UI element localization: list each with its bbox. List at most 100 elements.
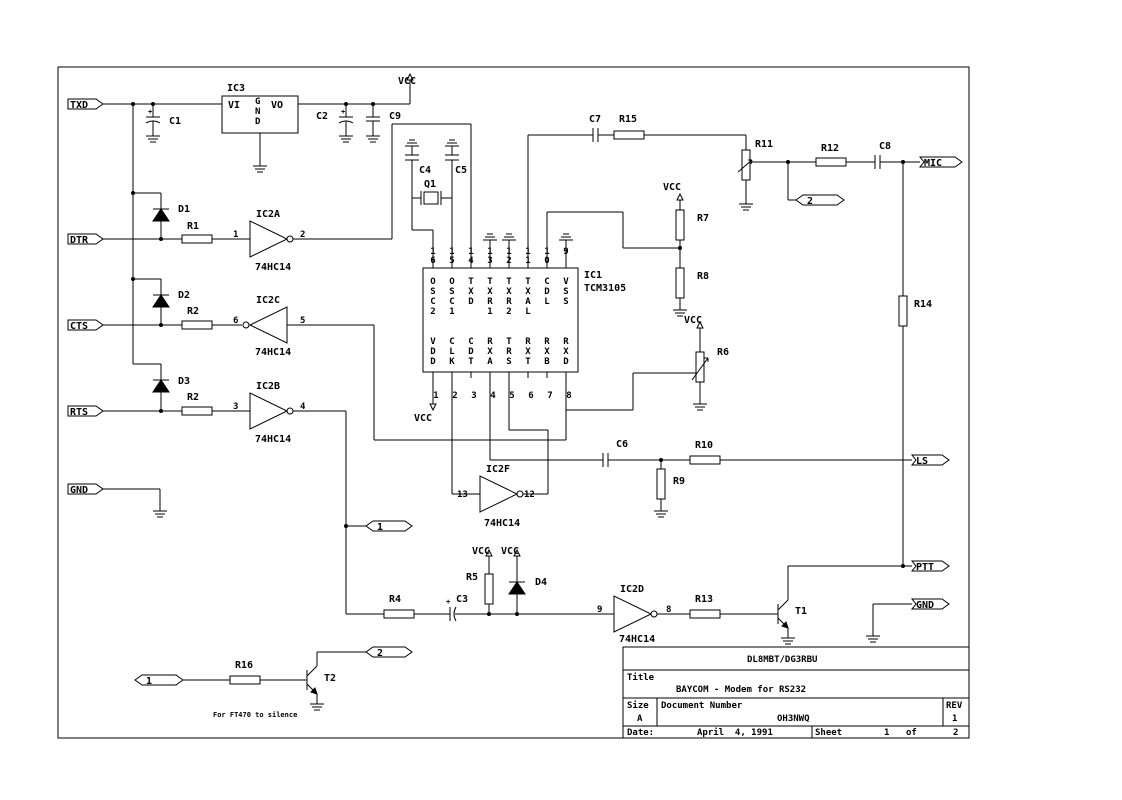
c1-label: C1: [169, 116, 181, 127]
svg-text:+: +: [341, 108, 345, 116]
modem-chip-ic1: IC1 TCM3105: [422, 267, 626, 373]
offpage-connector-1b: 1: [134, 674, 230, 687]
ground-symbol: [483, 233, 573, 241]
inverter-ic2a: IC2A 74HC14 1 2: [233, 209, 305, 273]
ic3-vi-label: VI: [228, 100, 240, 111]
ic1-bottom-pin-number: 5: [509, 391, 514, 401]
ground-symbol: [865, 629, 881, 643]
vcc-label: VCC: [501, 546, 519, 557]
svg-text:+: +: [446, 598, 450, 606]
c3-label: C3: [456, 594, 468, 605]
sheet-label: Sheet: [815, 728, 842, 738]
r13-label: R13: [695, 594, 713, 605]
svg-text:1: 1: [146, 676, 152, 687]
ground-symbol: [145, 129, 161, 143]
port-rts: RTS: [67, 405, 104, 418]
resistor-r15: R15: [613, 114, 747, 150]
diode-d2: D2: [152, 279, 190, 309]
port-rts-label: RTS: [70, 407, 88, 418]
regulator-output-wires: [298, 90, 411, 106]
title-text: BAYCOM - Modem for RS232: [676, 685, 806, 695]
ic2c-label: IC2C: [256, 295, 280, 306]
vcc-label: VCC: [414, 413, 432, 424]
ic1-top-wires: [411, 134, 682, 268]
ic1-bottom-pin-number: 3: [471, 391, 476, 401]
diode-d4: D4: [508, 566, 547, 614]
ic1-bottom-pin-number: 7: [547, 391, 552, 401]
svg-text:4: 4: [300, 402, 306, 412]
ic1-type: TCM3105: [584, 283, 626, 294]
r8-label: R8: [697, 271, 709, 282]
inverter-ic2f: IC2F 74HC14 13 12: [457, 464, 535, 529]
t1-label: T1: [795, 606, 807, 617]
ground-symbol: [309, 697, 325, 711]
capacitor-c2: + C2: [316, 104, 354, 130]
ground-symbol: [653, 504, 669, 518]
ic1-bottom-pin-number: 8: [566, 391, 571, 401]
svg-text:6: 6: [233, 316, 238, 326]
r7-label: R7: [697, 213, 709, 224]
r12-label: R12: [821, 143, 839, 154]
port-gnd-left: GND: [67, 483, 104, 496]
capacitor-c1: + C1: [145, 102, 181, 130]
ground-symbol: [738, 197, 754, 211]
r16-label: R16: [235, 660, 253, 671]
d2-label: D2: [178, 290, 190, 301]
size-text: A: [637, 714, 643, 724]
d3-label: D3: [178, 376, 190, 387]
rts-wires: [293, 410, 384, 615]
sheet-border: [57, 66, 970, 739]
capacitor-c7: C7: [589, 114, 614, 142]
r5-label: R5: [466, 572, 478, 583]
offpage-connector-2b: 2: [365, 646, 413, 659]
capacitor-c4: C4: [405, 139, 431, 198]
ic3-label: IC3: [227, 83, 245, 94]
ic2f-type: 74HC14: [484, 518, 520, 529]
company-text: DL8MBT/DG3RBU: [747, 655, 817, 665]
squelch-note: For FT470 to silence: [213, 711, 297, 719]
svg-text:G: G: [255, 97, 260, 107]
resistor-r9: R9: [656, 460, 685, 505]
port-ptt-label: PTT: [916, 562, 934, 573]
offpage-connector-1: 1: [365, 520, 413, 533]
ic1-bottom-pin-number: 2: [452, 391, 457, 401]
r4-label: R4: [389, 594, 401, 605]
c8-label: C8: [879, 141, 891, 152]
svg-text:5: 5: [300, 316, 305, 326]
svg-text:3: 3: [233, 402, 238, 412]
capacitor-c6: C6: [602, 439, 690, 467]
c9-label: C9: [389, 111, 401, 122]
diode-d1: D1: [152, 193, 190, 223]
ic2b-type: 74HC14: [255, 434, 291, 445]
transistor-t2: T2: [306, 651, 366, 698]
port-ls: LS: [910, 454, 950, 467]
r9-label: R9: [673, 476, 685, 487]
inverter-ic2b: IC2B 74HC14 3 4: [233, 381, 306, 445]
svg-text:1: 1: [233, 230, 238, 240]
resistor-r2-cts: R2: [181, 306, 213, 330]
title-block: DL8MBT/DG3RBU Title BAYCOM - Modem for R…: [622, 646, 970, 739]
port-gnd-right: GND: [910, 598, 950, 611]
resistor-r14: R14: [898, 162, 932, 568]
inverter-ic2c: IC2C 74HC14 6 5: [233, 295, 305, 358]
t2-label: T2: [324, 673, 336, 684]
rev-text: 1: [952, 714, 957, 724]
ic2f-wires: [451, 372, 549, 495]
port-cts-label: CTS: [70, 321, 88, 332]
r2-cts-label: R2: [187, 306, 199, 317]
dtr-to-osc-wires: [293, 123, 472, 262]
of-text: 2: [953, 728, 958, 738]
ground-symbol: [338, 129, 354, 143]
ic2a-type: 74HC14: [255, 262, 291, 273]
date-text: April 4, 1991: [697, 727, 773, 738]
ground-symbol: [780, 631, 796, 645]
